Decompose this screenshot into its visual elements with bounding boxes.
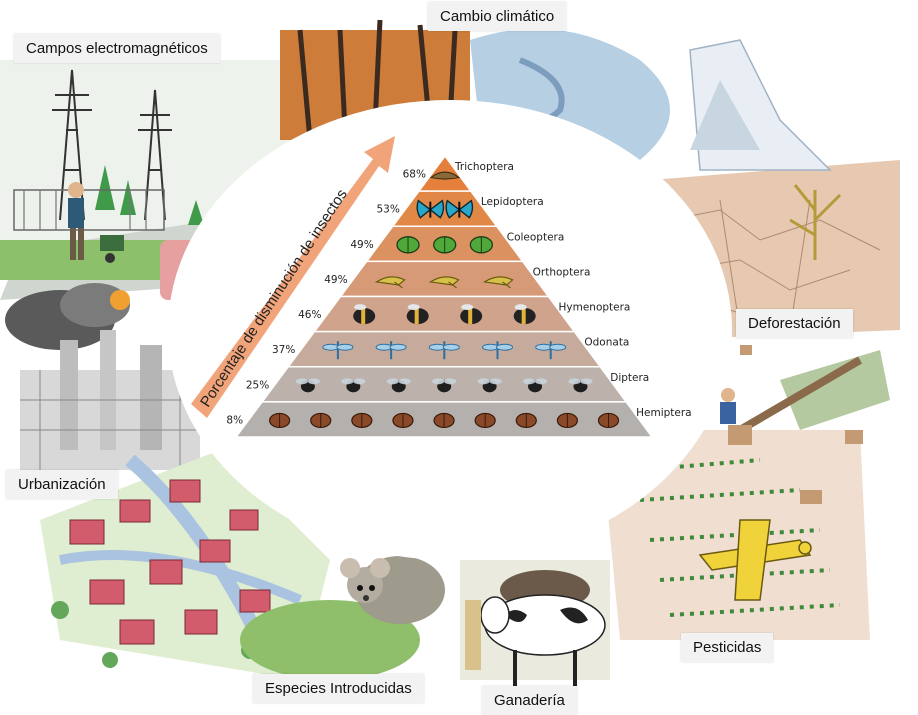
fly-icon — [295, 378, 320, 393]
level-percent: 49% — [324, 274, 347, 286]
bug-icon — [392, 412, 414, 429]
dragonfly-icon — [375, 341, 407, 360]
label-electromagnetic-fields: Campos electromagnéticos — [14, 34, 220, 63]
level-percent: 37% — [272, 344, 295, 356]
fly-icon — [477, 378, 502, 393]
level-order-name: Trichoptera — [454, 161, 514, 173]
label-pesticides: Pesticidas — [681, 633, 774, 662]
fly-icon — [386, 378, 411, 393]
level-percent: 49% — [350, 239, 373, 251]
dragonfly-icon — [428, 341, 460, 360]
pyramid-levels: 68% Trichoptera 53% Lepidoptera 49% Coleopter… — [226, 154, 692, 438]
bee-icon — [460, 304, 483, 325]
bee-icon — [353, 304, 376, 325]
dragonfly-icon — [535, 341, 567, 360]
pyramid-level: 49% Coleoptera — [350, 225, 565, 263]
level-order-name: Coleoptera — [507, 231, 565, 243]
beetle-icon — [469, 236, 494, 254]
bug-icon — [310, 412, 332, 429]
pyramid-level: 46% Hymenoptera — [298, 295, 631, 333]
label-deforestation: Deforestación — [736, 309, 853, 338]
level-order-name: Lepidoptera — [481, 196, 544, 208]
fly-icon — [341, 378, 366, 393]
label-urbanization: Urbanización — [6, 470, 118, 499]
level-percent: 68% — [403, 169, 426, 181]
bug-icon — [556, 412, 578, 429]
livestock-scene — [460, 560, 610, 690]
pyramid-level: 53% Lepidoptera — [376, 190, 544, 227]
invasive-species-scene — [240, 556, 445, 680]
fly-icon — [432, 378, 457, 393]
dragonfly-icon — [322, 341, 354, 360]
dragonfly-icon — [482, 341, 514, 360]
decline-arrow-shape — [191, 136, 395, 418]
bee-icon — [513, 304, 536, 325]
pyramid-level: 49% Orthoptera — [324, 260, 591, 298]
butterfly-icon — [416, 199, 445, 219]
level-percent: 25% — [246, 379, 269, 391]
grasshopper-icon — [374, 276, 406, 289]
label-climate-change: Cambio climático — [428, 2, 567, 31]
level-percent: 53% — [376, 204, 399, 216]
bug-icon — [515, 412, 537, 429]
label-livestock: Ganadería — [482, 686, 577, 715]
bug-icon — [474, 412, 496, 429]
level-percent: 46% — [298, 309, 321, 321]
pyramid-level: 68% Trichoptera — [403, 154, 514, 192]
level-order-name: Diptera — [610, 372, 649, 384]
factory-scene — [5, 283, 200, 470]
level-percent: 8% — [226, 414, 243, 426]
bug-icon — [269, 412, 291, 429]
grasshopper-icon — [428, 276, 460, 289]
fly-icon — [523, 378, 548, 393]
pyramid-level: 37% Odonata — [272, 330, 629, 368]
level-order-name: Hemiptera — [636, 407, 692, 419]
caddisfly-icon — [429, 171, 461, 180]
bee-icon — [406, 304, 429, 325]
level-order-name: Orthoptera — [533, 266, 591, 278]
pyramid-level: 25% Diptera — [246, 366, 649, 403]
butterfly-icon — [445, 199, 474, 219]
beetle-icon — [433, 236, 457, 254]
insect-decline-pyramid: 68% Trichoptera 53% Lepidoptera 49% Coleopter… — [226, 154, 692, 438]
level-order-name: Odonata — [584, 337, 629, 349]
bug-icon — [597, 412, 620, 429]
beetle-icon — [396, 236, 420, 254]
grasshopper-icon — [482, 276, 514, 289]
bug-icon — [433, 412, 455, 429]
pyramid-band — [312, 295, 576, 333]
fly-icon — [568, 378, 593, 393]
pyramid-level: 8% Hemiptera — [226, 401, 692, 438]
bug-icon — [351, 412, 373, 429]
level-order-name: Hymenoptera — [559, 302, 631, 314]
label-introduced-species: Especies Introducidas — [253, 674, 424, 703]
